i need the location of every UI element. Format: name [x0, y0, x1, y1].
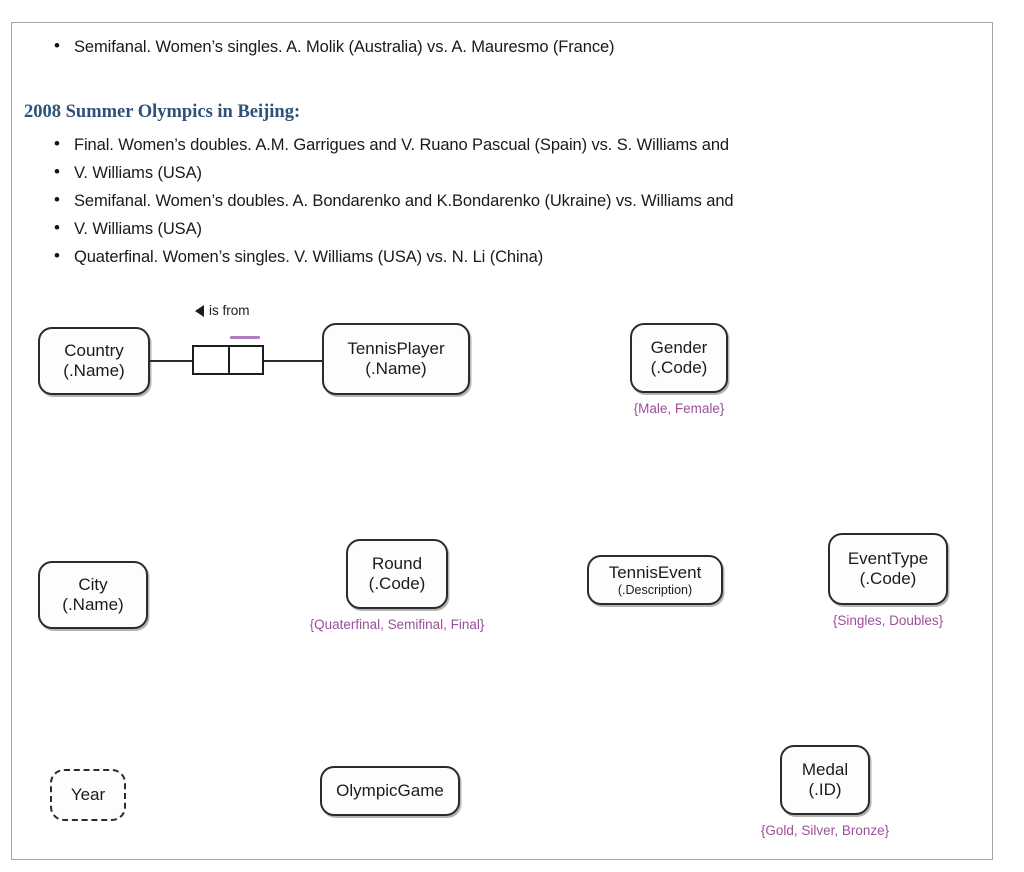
entity-name: OlympicGame — [336, 781, 444, 800]
top-bullet-list: Semifanal. Women’s singles. A. Molik (Au… — [12, 32, 994, 61]
entity-tennisplayer[interactable]: TennisPlayer (.Name) — [322, 323, 470, 395]
entity-name: Gender — [650, 338, 708, 357]
list-item: Quaterfinal. Women’s singles. V. William… — [12, 242, 994, 271]
entity-medal[interactable]: Medal (.ID) — [780, 745, 870, 815]
connector-role-tennisplayer — [264, 360, 324, 362]
orm-diagram: Country (.Name) is from TennisPlayer (.N… — [12, 283, 994, 861]
entity-reference-mode: (.ID) — [808, 780, 842, 799]
olympics-bullet-list: Final. Women’s doubles. A.M. Garrigues a… — [12, 130, 994, 271]
value-constraint-medal: {Gold, Silver, Bronze} — [760, 823, 890, 838]
entity-name: Medal — [801, 760, 849, 779]
list-item: Semifanal. Women’s doubles. A. Bondarenk… — [12, 186, 994, 215]
entity-reference-mode: (.Description) — [617, 582, 693, 597]
entity-reference-mode: (.Name) — [63, 361, 125, 380]
fact-type-role-box-is-from[interactable] — [192, 345, 264, 375]
entity-name: TennisPlayer — [347, 339, 445, 358]
entity-name: City — [78, 575, 108, 594]
value-constraint-gender: {Male, Female} — [633, 401, 725, 416]
list-item: Semifanal. Women’s singles. A. Molik (Au… — [12, 32, 994, 61]
entity-city[interactable]: City (.Name) — [38, 561, 148, 629]
page-heading: 2008 Summer Olympics in Beijing: — [24, 102, 301, 122]
entity-olympicgame[interactable]: OlympicGame — [320, 766, 460, 816]
value-constraint-round: {Quaterfinal, Semifinal, Final} — [309, 617, 485, 632]
value-constraint-eventtype: {Singles, Doubles} — [832, 613, 944, 628]
list-item-continuation: V. Williams (USA) — [12, 158, 994, 187]
document-page-frame: Semifanal. Women’s singles. A. Molik (Au… — [11, 22, 993, 860]
connector-country-role — [150, 360, 192, 362]
uniqueness-constraint-bar — [230, 336, 260, 339]
fact-type-label-is-from: is from — [195, 303, 250, 318]
entity-name: Year — [70, 785, 106, 804]
entity-name: Round — [371, 554, 423, 573]
entity-name: TennisEvent — [608, 562, 702, 582]
role-cell-2[interactable] — [228, 347, 262, 373]
entity-name: Country — [64, 341, 124, 360]
fact-type-label-text: is from — [209, 303, 250, 318]
entity-reference-mode: (.Code) — [859, 569, 917, 588]
list-item-continuation: V. Williams (USA) — [12, 214, 994, 243]
direction-arrow-icon — [195, 304, 204, 317]
entity-round[interactable]: Round (.Code) — [346, 539, 448, 609]
entity-reference-mode: (.Code) — [368, 574, 426, 593]
entity-reference-mode: (.Name) — [62, 595, 124, 614]
entity-eventtype[interactable]: EventType (.Code) — [828, 533, 948, 605]
role-cell-1[interactable] — [194, 347, 228, 373]
list-item: Final. Women’s doubles. A.M. Garrigues a… — [12, 130, 994, 159]
entity-gender[interactable]: Gender (.Code) — [630, 323, 728, 393]
entity-reference-mode: (.Code) — [650, 358, 708, 377]
entity-year[interactable]: Year — [50, 769, 126, 821]
document-text-block: Semifanal. Women’s singles. A. Molik (Au… — [12, 23, 994, 271]
entity-name: EventType — [847, 549, 929, 568]
entity-country[interactable]: Country (.Name) — [38, 327, 150, 395]
entity-reference-mode: (.Name) — [365, 359, 427, 378]
entity-tennisevent[interactable]: TennisEvent (.Description) — [587, 555, 723, 605]
